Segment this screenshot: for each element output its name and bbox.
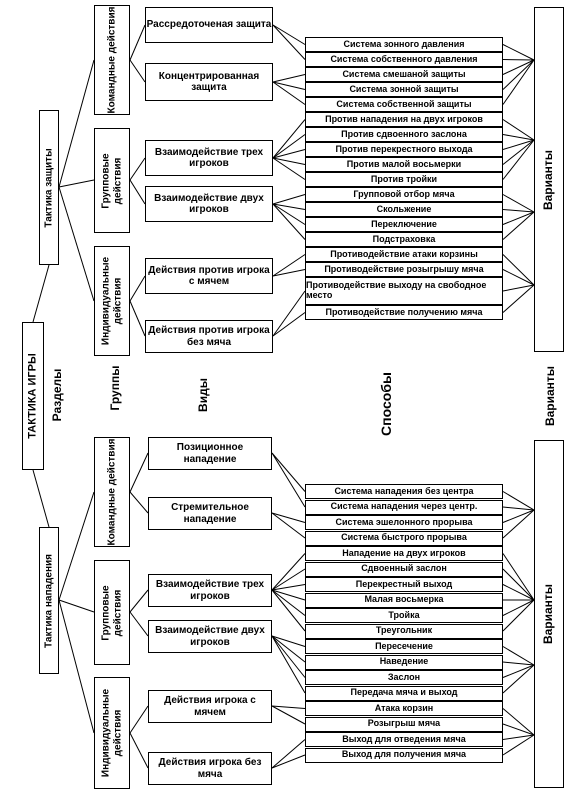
attack-method-item: Пересечение bbox=[305, 639, 503, 654]
section-attack: Тактика нападения bbox=[39, 527, 59, 674]
attack-method-item: Тройка bbox=[305, 608, 503, 623]
label-methods: Способы bbox=[378, 372, 394, 436]
group-attack-group: Групповые действия bbox=[94, 560, 130, 665]
attack-method-item: Заслон bbox=[305, 670, 503, 685]
defense-method-item: Против сдвоенного заслона bbox=[305, 127, 503, 142]
defense-method-item: Противодействие розыгрышу мяча bbox=[305, 262, 503, 277]
attack-variants: Варианты bbox=[534, 440, 564, 788]
attack-method-item: Треугольник bbox=[305, 623, 503, 639]
type-positional-attack: Позиционное нападение bbox=[148, 437, 272, 470]
type-concentrated-defense: Концентрированная защита bbox=[145, 63, 273, 101]
type-vs-player-with-ball: Действия против игрока с мячем bbox=[145, 258, 273, 294]
group-label: Индивидуальные действия bbox=[100, 256, 124, 346]
label-sections: Разделы bbox=[50, 368, 64, 422]
group-defense-team: Командные действия bbox=[94, 5, 130, 115]
defense-method-item: Система зонного давления bbox=[305, 37, 503, 52]
defense-method-item: Система собственного давления bbox=[305, 52, 503, 67]
group-defense-group: Групповые действия bbox=[94, 128, 130, 233]
group-label: Групповые действия bbox=[100, 584, 124, 641]
defense-variants: Варианты bbox=[534, 7, 564, 352]
type-fast-attack: Стремительное нападение bbox=[148, 497, 272, 530]
defense-method-item: Против тройки bbox=[305, 172, 503, 187]
defense-method-item: Противодействие атаки корзины bbox=[305, 247, 503, 262]
type-dispersed-defense: Рассредоточеная защита bbox=[145, 7, 273, 43]
type-vs-player-without-ball: Действия против игрока без мяча bbox=[145, 320, 273, 353]
group-attack-team: Командные действия bbox=[94, 437, 130, 547]
defense-method-item: Противодействие выходу на свободное мест… bbox=[305, 277, 503, 305]
defense-method-item: Система зонной защиты bbox=[305, 82, 503, 97]
defense-method-item: Система смешаной защиты bbox=[305, 67, 503, 82]
section-defense-label: Тактика защиты bbox=[43, 147, 55, 228]
type-att-two-players: Взаимодействие двух игроков bbox=[148, 620, 272, 653]
attack-method-item: Выход для получения мяча bbox=[305, 747, 503, 763]
attack-method-item: Перекрестный выход bbox=[305, 577, 503, 592]
type-def-three-players: Взаимодействие трех игроков bbox=[145, 140, 273, 176]
attack-method-item: Нападение на двух игроков bbox=[305, 546, 503, 561]
attack-method-item: Атака корзин bbox=[305, 701, 503, 716]
attack-method-item: Система эшелонного прорыва bbox=[305, 515, 503, 530]
root-node: ТАКТИКА ИГРЫ bbox=[22, 322, 44, 470]
defense-method-item: Групповой отбор мяча bbox=[305, 187, 503, 202]
attack-method-item: Система быстрого прорыва bbox=[305, 530, 503, 546]
group-defense-individual: Индивидуальные действия bbox=[94, 246, 130, 356]
attack-method-item: Система нападения без центра bbox=[305, 484, 503, 499]
section-defense: Тактика защиты bbox=[39, 110, 59, 265]
defense-method-item: Противодействие получению мяча bbox=[305, 305, 503, 320]
defense-method-item: Против нападения на двух игроков bbox=[305, 112, 503, 127]
type-player-with-ball: Действия игрока с мячем bbox=[148, 690, 272, 723]
defense-method-item: Подстраховка bbox=[305, 232, 503, 247]
attack-method-item: Розыгрыш мяча bbox=[305, 716, 503, 732]
section-attack-label: Тактика нападения bbox=[43, 553, 55, 648]
label-variants: Варианты bbox=[543, 365, 557, 427]
variants-label: Варианты bbox=[541, 583, 556, 645]
group-attack-individual: Индивидуальные действия bbox=[94, 677, 130, 789]
type-def-two-players: Взаимодействие двух игроков bbox=[145, 186, 273, 222]
attack-method-item: Наведение bbox=[305, 654, 503, 670]
root-title: ТАКТИКА ИГРЫ bbox=[26, 353, 39, 439]
variants-label: Варианты bbox=[541, 149, 556, 210]
group-label: Индивидуальные действия bbox=[100, 688, 124, 778]
attack-method-item: Сдвоенный заслон bbox=[305, 561, 503, 577]
defense-method-item: Против перекрестного выхода bbox=[305, 142, 503, 157]
defense-method-item: Система собственной защиты bbox=[305, 97, 503, 112]
attack-method-item: Система нападения через центр. bbox=[305, 499, 503, 515]
group-label: Командные действия bbox=[106, 6, 118, 114]
type-player-without-ball: Действия игрока без мяча bbox=[148, 752, 272, 785]
defense-method-item: Против малой восьмерки bbox=[305, 157, 503, 172]
defense-method-item: Переключение bbox=[305, 217, 503, 232]
label-types: Виды bbox=[196, 378, 210, 412]
group-label: Групповые действия bbox=[100, 152, 124, 209]
attack-method-item: Передача мяча и выход bbox=[305, 685, 503, 701]
type-att-three-players: Взаимодействие трех игроков bbox=[148, 574, 272, 607]
attack-method-item: Выход для отведения мяча bbox=[305, 732, 503, 747]
group-label: Командные действия bbox=[106, 438, 118, 546]
label-groups: Группы bbox=[108, 365, 122, 411]
attack-method-item: Малая восьмерка bbox=[305, 592, 503, 608]
defense-method-item: Скольжение bbox=[305, 202, 503, 217]
